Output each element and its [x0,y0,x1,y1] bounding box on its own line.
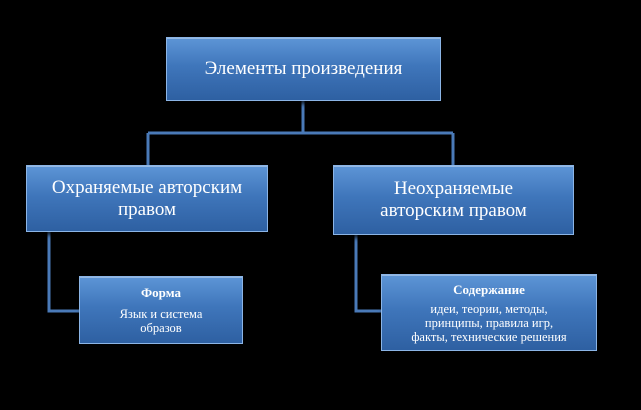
node-elements-of-work: Элементы произведения [166,37,441,101]
node-content-heading: Содержание [453,281,525,297]
node-content-line1: идеи, теории, методы, [430,301,548,316]
node-root-label: Элементы произведения [204,58,403,79]
node-right-label-line1: Неохраняемые [393,178,514,199]
node-form: Форма Язык и система образов [79,276,243,344]
node-content-line3: факты, технические решения [411,329,567,344]
node-content: Содержание идеи, теории, методы, принцип… [381,274,597,351]
node-form-line1: Язык и система [119,307,203,321]
node-form-heading: Форма [141,285,181,300]
node-content-line2: принципы, правила игр, [424,315,554,330]
node-left-label-line1: Охраняемые авторским [51,176,243,198]
connector-right-to-content [354,235,381,313]
node-left-label-line2: правом [117,198,177,220]
node-protected: Охраняемые авторским правом [26,165,268,232]
connector-left-to-forma [47,232,79,313]
node-right-label-line2: авторским правом [380,200,527,221]
node-form-line2: образов [140,321,182,335]
node-unprotected: Неохраняемые авторским правом [333,165,574,235]
